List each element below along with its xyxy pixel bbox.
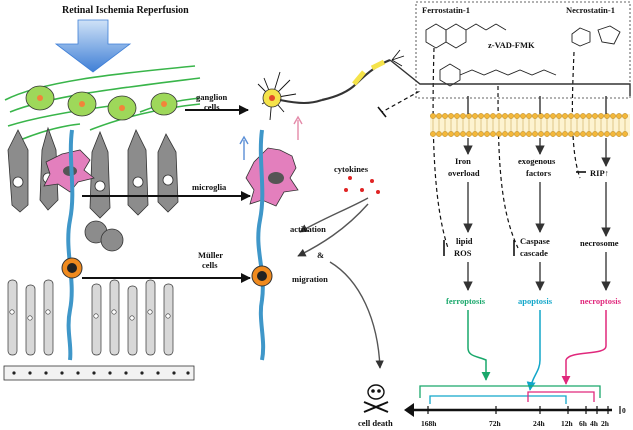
ganglion-cell-group <box>25 85 178 121</box>
zvad-structure <box>439 63 557 87</box>
diagram-title: Retinal Ischemia Reperfusion <box>62 5 189 16</box>
necroptosis-label: necroptosis <box>580 296 622 306</box>
timeline-tick-label: 168h <box>421 419 437 428</box>
timeline-tick-label: 4h <box>590 419 599 428</box>
zvad-label: z-VAD-FMK <box>488 40 535 50</box>
necroptosis-connector <box>561 310 607 385</box>
activated-microglia <box>245 147 299 207</box>
necroptosis-bracket <box>527 391 595 402</box>
iron-overload-2: overload <box>448 168 480 178</box>
iron-overload-1: Iron <box>455 156 471 166</box>
timeline-tick-label: 12h <box>561 419 574 428</box>
ferroptosis-label: ferroptosis <box>446 296 486 306</box>
microglia-label: microglia <box>192 182 227 192</box>
rip-label: RIP↑ <box>590 168 609 178</box>
apoptosis-label: apoptosis <box>518 296 553 306</box>
lipid-ros-1: lipid <box>456 236 473 246</box>
cytokines-label: cytokines <box>334 164 369 174</box>
ferrostatin-structure <box>425 23 507 49</box>
timeline-tick-label: 72h <box>489 419 502 428</box>
exogenous-2: factors <box>526 168 552 178</box>
necrosome-label: necrosome <box>580 238 619 248</box>
cytokine-dots <box>344 176 380 194</box>
retina-layers <box>3 65 201 381</box>
muller-label-2: cells <box>202 260 218 270</box>
timeline-tick-label: 2h <box>601 419 610 428</box>
exogenous-1: exogenous <box>518 156 556 166</box>
necrostatin-structure <box>571 25 621 47</box>
cell-membrane <box>430 113 630 137</box>
ferrostatin-to-ganglion-inhibit <box>381 91 421 113</box>
ferrostatin-inhibit-line <box>432 47 449 249</box>
activated-muller-cell <box>251 129 273 361</box>
upregulation-arrows <box>239 115 303 160</box>
cell-death-arrow <box>329 261 384 369</box>
membrane-connectors <box>389 59 631 114</box>
zvad-inhibit-line <box>497 85 519 249</box>
caspase-1: Caspase <box>520 236 550 246</box>
timeline-axis <box>404 403 612 417</box>
ganglion-label-2: cells <box>204 102 220 112</box>
inhibitor-box <box>415 1 631 99</box>
apoptosis-connector <box>526 310 541 391</box>
lipid-ros-2: ROS <box>454 248 472 258</box>
activated-ganglion-cell <box>257 71 323 121</box>
ischemia-arrow <box>54 19 132 73</box>
ferroptosis-bracket <box>419 385 601 398</box>
ferroptosis-connector <box>467 310 491 381</box>
migration-arrow <box>297 203 369 257</box>
timeline-tick-label: 0 <box>622 406 626 415</box>
axon-to-membrane <box>321 49 405 102</box>
timeline-tick-label: 24h <box>533 419 546 428</box>
ferrostatin-label: Ferrostatin-1 <box>422 5 470 15</box>
cell-death-label: cell death <box>358 418 393 428</box>
apoptosis-bracket <box>429 395 567 404</box>
ampersand-label: & <box>317 250 324 260</box>
muller-label-1: Müller <box>198 250 223 260</box>
timeline-tick-label: 6h <box>579 419 588 428</box>
activation-arrow <box>299 197 369 233</box>
necrostatin-label: Necrostatin-1 <box>566 5 615 15</box>
activation-label: activation <box>290 224 326 234</box>
ganglion-label-1: ganglion <box>196 92 227 102</box>
skull-icon <box>363 384 389 413</box>
caspase-2: cascade <box>520 248 548 258</box>
migration-label: migration <box>292 274 328 284</box>
